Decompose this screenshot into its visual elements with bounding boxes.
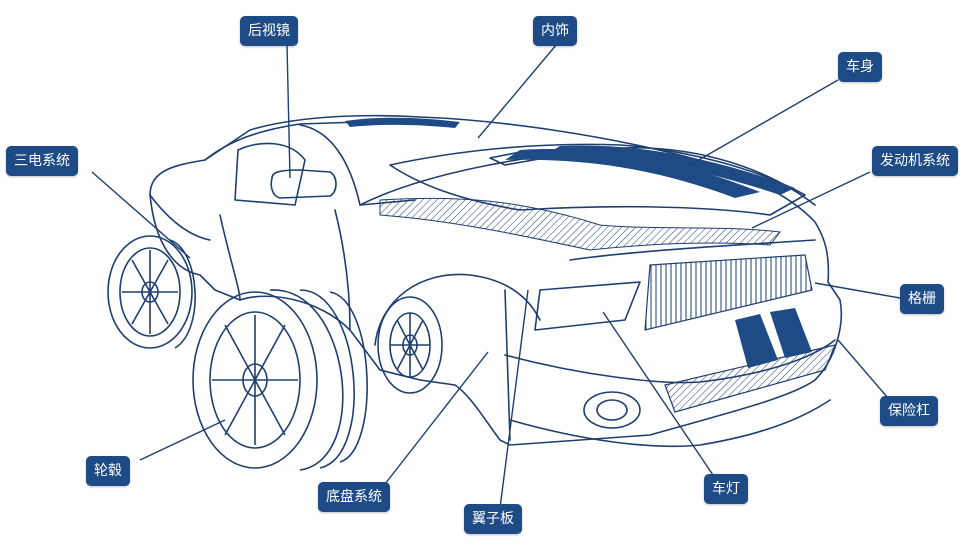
hood-hatch xyxy=(379,197,781,251)
leader-bumper xyxy=(837,339,889,399)
grille-pattern xyxy=(644,254,813,331)
leader-mirror xyxy=(286,43,291,179)
label-wheel-hub: 轮毂 xyxy=(86,456,130,486)
leader-three-electric xyxy=(91,171,191,259)
bumper-lip xyxy=(509,399,831,448)
bumper-stripe-2 xyxy=(770,308,812,358)
mirror-shape xyxy=(270,169,337,199)
roof-line xyxy=(204,121,361,161)
rear-fender-arch xyxy=(149,194,211,241)
leader-engine xyxy=(751,171,871,229)
front-fender-arch xyxy=(374,273,541,346)
leader-wheel-hub xyxy=(139,419,226,461)
car-body-outline xyxy=(149,114,843,446)
leader-headlight xyxy=(602,311,714,476)
label-mirror: 后视镜 xyxy=(240,16,298,46)
door-line-2 xyxy=(334,209,351,331)
door-line xyxy=(219,214,241,301)
windshield xyxy=(299,124,416,206)
label-body: 车身 xyxy=(838,52,882,82)
label-chassis: 底盘系统 xyxy=(318,482,390,512)
label-fender: 翼子板 xyxy=(464,504,522,534)
label-headlight: 车灯 xyxy=(704,474,748,504)
bumper-stripe-1 xyxy=(735,314,778,368)
leader-grille xyxy=(814,282,901,299)
leader-fender xyxy=(499,289,529,509)
lower-grille xyxy=(664,344,836,413)
hood-front-edge xyxy=(569,239,816,261)
side-window xyxy=(234,142,306,206)
label-bumper: 保险杠 xyxy=(880,396,938,426)
label-three-electric: 三电系统 xyxy=(6,146,78,176)
label-engine: 发动机系统 xyxy=(872,146,958,176)
headlight-shape xyxy=(534,281,641,331)
fog-light xyxy=(583,391,641,429)
roof-stripe xyxy=(345,117,460,128)
label-interior: 内饰 xyxy=(533,16,577,46)
rear-wheel xyxy=(107,235,196,349)
leader-chassis xyxy=(384,351,489,485)
hood-stripe-2 xyxy=(545,145,795,195)
front-fender-edge xyxy=(504,289,511,441)
front-left-wheel xyxy=(192,289,368,471)
leader-body xyxy=(689,79,839,166)
front-right-wheel xyxy=(377,296,443,394)
label-grille: 格栅 xyxy=(900,284,944,314)
leader-interior xyxy=(477,43,558,139)
hood-stripe-1 xyxy=(505,149,760,198)
